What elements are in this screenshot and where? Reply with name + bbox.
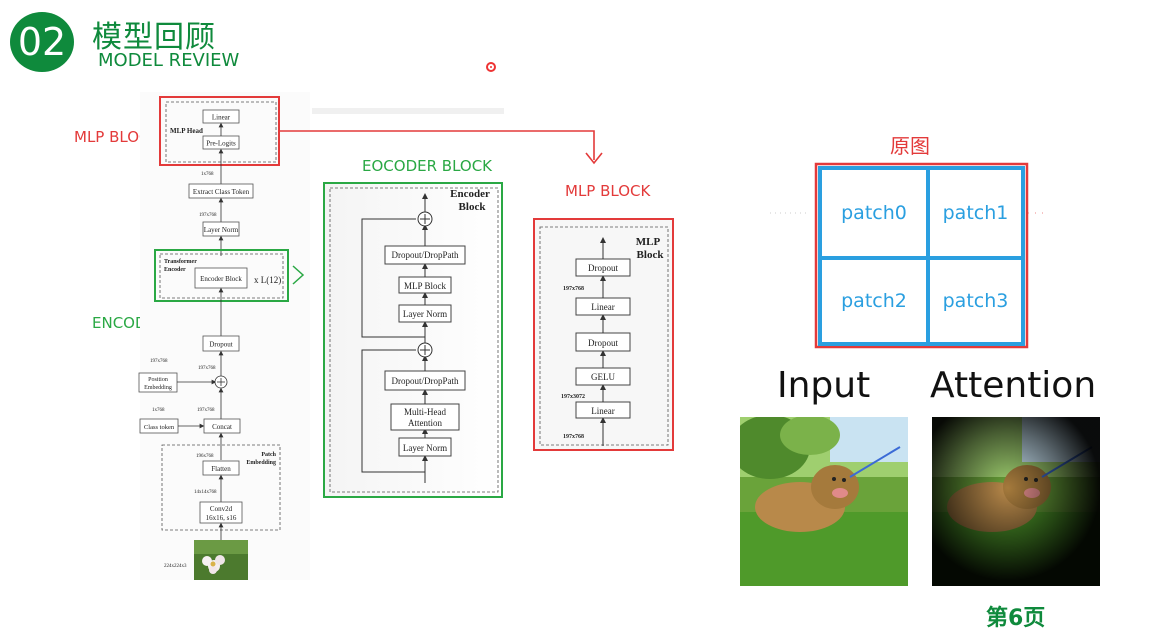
- encoder-block-title-2: Block: [459, 201, 487, 213]
- conv2d-label-2: 16x16, s16: [206, 514, 237, 522]
- page-number: 第6页: [986, 606, 1046, 631]
- mha-label-2: Attention: [408, 418, 442, 428]
- encoder-block-highlight-box: [323, 182, 503, 498]
- dim-label: 197x768: [563, 434, 584, 440]
- flatten-label: Flatten: [211, 465, 231, 473]
- mha-label-1: Multi-Head: [404, 407, 446, 417]
- extract-class-token-label: Extract Class Token: [193, 188, 250, 196]
- patch-embedding-label-2: Embedding: [246, 460, 276, 466]
- dim-label: 196x768: [196, 454, 214, 459]
- residual-connection-bottom: [361, 349, 425, 473]
- section-subtitle: MODEL REVIEW: [98, 50, 240, 71]
- mlp-linear-bottom-label: Linear: [591, 406, 614, 416]
- dim-label: 1x768: [152, 408, 165, 413]
- conv2d-label-1: Conv2d: [210, 505, 233, 513]
- residual-connection-top: [361, 218, 425, 338]
- mlp-block-title-2: Block: [637, 249, 665, 261]
- dim-label: 197x768: [197, 408, 215, 413]
- mlp-block-label: MLP Block: [404, 281, 446, 291]
- layer-norm-bottom-label: Layer Norm: [403, 443, 447, 453]
- patch-embedding-label-1: Patch: [261, 452, 276, 458]
- encoder-block-title-1: Encoder: [450, 188, 490, 200]
- chevron-right-icon: [292, 265, 305, 285]
- patch1-box: [926, 166, 1025, 260]
- mlp-dropout-top-label: Dropout: [588, 263, 618, 273]
- mlp-block-title-1: MLP: [636, 236, 661, 248]
- patch0-label: patch0: [841, 202, 907, 224]
- section-title: 模型回顾: [92, 20, 216, 55]
- mlp-block-dashed-box: [539, 226, 669, 446]
- dim-label: 197x768: [198, 366, 216, 371]
- eocoder-block-annotation: EOCODER BLOCK: [362, 157, 493, 175]
- transformer-encoder-dashed-box: [159, 253, 284, 299]
- position-embedding-box: [138, 372, 178, 393]
- dim-label: 14x14x768: [194, 490, 217, 495]
- patch3-box: [926, 256, 1025, 346]
- arrow-down-icon: [585, 152, 603, 165]
- encoder-block-dashed-box: [329, 187, 499, 493]
- transformer-encoder-highlight-box: [154, 249, 289, 302]
- dim-label: 224x224x3: [164, 564, 187, 569]
- transformer-encoder-label-2: Encoder: [164, 267, 186, 273]
- mlp-dropout-mid-label: Dropout: [588, 338, 618, 348]
- layer-norm-top-label: Layer Norm: [403, 309, 447, 319]
- pre-logits-label: Pre-Logits: [206, 140, 236, 148]
- faint-line: [312, 108, 504, 114]
- dim-label: 1x768: [201, 172, 214, 177]
- input-dog-photo: [740, 417, 908, 586]
- mlp-head-label: MLP Head: [170, 127, 203, 135]
- position-embedding-label-1: Position: [148, 377, 168, 383]
- encoder-block-label: Encoder Block: [200, 275, 242, 283]
- position-embedding-label-2: Embedding: [144, 385, 172, 391]
- dim-label: 197x768: [199, 213, 217, 218]
- dropout-label: Dropout: [209, 341, 232, 349]
- repeat-label: x L(12): [254, 275, 281, 285]
- transformer-encoder-label-1: Transformer: [164, 259, 197, 265]
- patch2-label: patch2: [841, 290, 907, 312]
- patch3-label: patch3: [942, 290, 1009, 312]
- dropout-droppath-bottom-label: Dropout/DropPath: [392, 376, 459, 386]
- flower-input-image: [194, 540, 248, 580]
- multi-head-attention-box: [390, 403, 460, 431]
- patch1-label: patch1: [942, 202, 1009, 224]
- attention-label: Attention: [930, 365, 1097, 406]
- mlp-block-highlight-box: [533, 218, 674, 451]
- dim-label: 197x768: [150, 359, 168, 364]
- original-image-title: 原图: [890, 134, 930, 158]
- linear-label: Linear: [212, 114, 231, 122]
- class-token-label: Class token: [144, 424, 175, 431]
- dropout-droppath-top-label: Dropout/DropPath: [392, 250, 459, 260]
- dim-label: 197x3072: [561, 394, 585, 400]
- attention-map-photo: [932, 417, 1100, 586]
- dim-label: 197x768: [563, 286, 584, 292]
- mlp-block-annotation-right: MLP BLOCK: [565, 182, 651, 200]
- mlp-link-arrow: [279, 130, 595, 160]
- mlp-linear-top-label: Linear: [591, 302, 614, 312]
- pointer-dot-icon: [486, 62, 496, 72]
- layer-norm-label: Layer Norm: [204, 226, 239, 234]
- section-number-badge: 02: [10, 12, 74, 72]
- concat-label: Concat: [212, 423, 232, 431]
- gelu-label: GELU: [591, 372, 615, 382]
- mlp-block-annotation-left: MLP BLOCK: [74, 128, 160, 146]
- input-label: Input: [777, 365, 871, 406]
